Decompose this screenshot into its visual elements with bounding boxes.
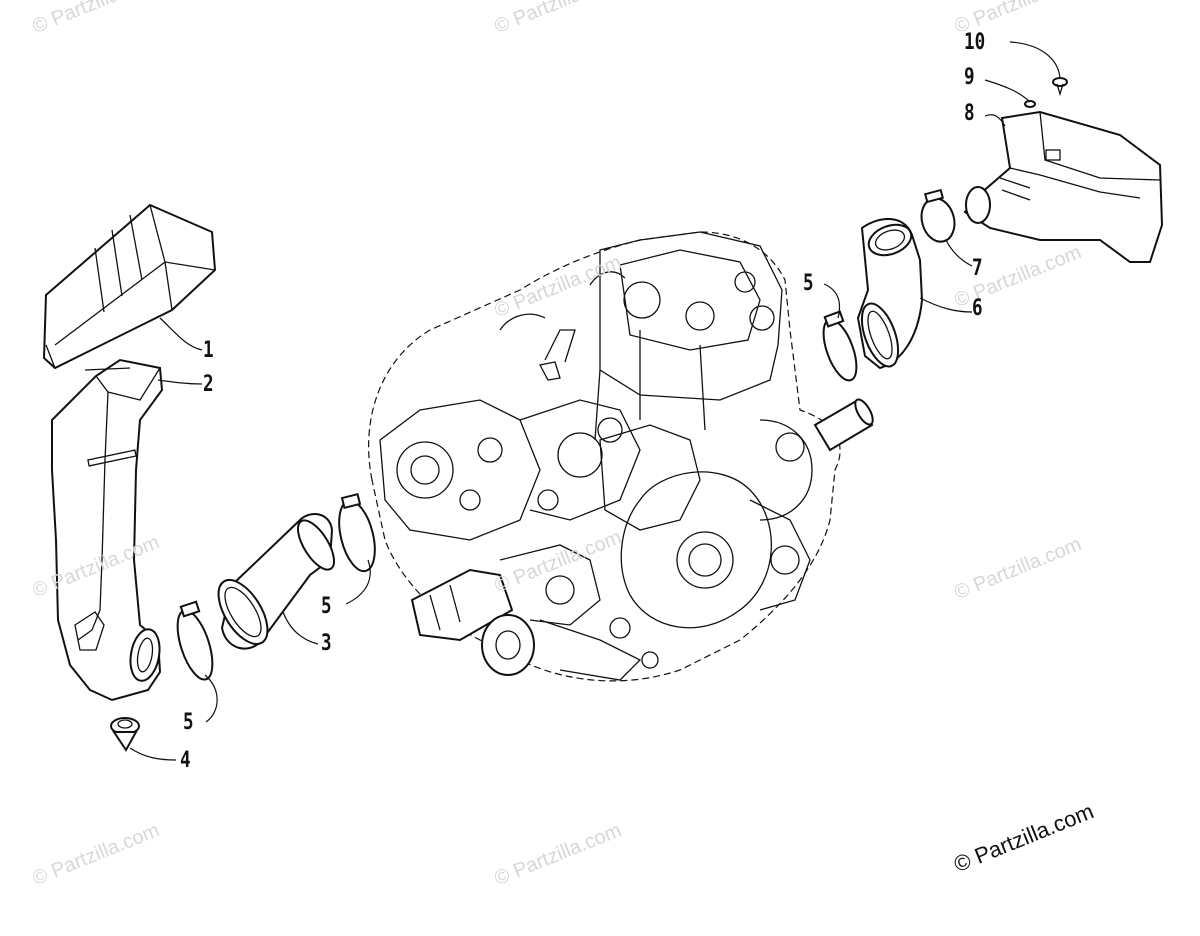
callout-3: 3 (321, 631, 332, 656)
callout-2: 2 (203, 372, 214, 397)
part-5-clamp-lower (176, 600, 214, 681)
part-2-intake-duct (51, 358, 164, 702)
callout-9: 9 (964, 65, 975, 90)
part-8-air-box (963, 110, 1164, 263)
callout-4: 4 (180, 748, 191, 773)
leader-lines (129, 41, 1061, 761)
part-3-hose (217, 513, 335, 650)
part-5-clamp-middle (338, 493, 376, 573)
callout-7: 7 (972, 256, 983, 281)
callout-5-lower: 5 (183, 710, 194, 735)
callout-1: 1 (203, 338, 214, 363)
callout-8: 8 (964, 101, 975, 126)
part-1-intake-cap (42, 203, 217, 370)
callout-5-middle: 5 (321, 594, 332, 619)
part-4-rivet (110, 717, 140, 752)
part-10-screw (1052, 77, 1068, 97)
part-7-clamp (920, 188, 956, 243)
callout-5-upper: 5 (803, 271, 814, 296)
part-9-washer (1024, 100, 1036, 108)
part-6-boot (856, 217, 924, 370)
callout-6: 6 (972, 296, 983, 321)
engine-assembly (368, 231, 874, 682)
part-5-clamp-upper (822, 310, 858, 382)
callout-10: 10 (964, 30, 986, 55)
